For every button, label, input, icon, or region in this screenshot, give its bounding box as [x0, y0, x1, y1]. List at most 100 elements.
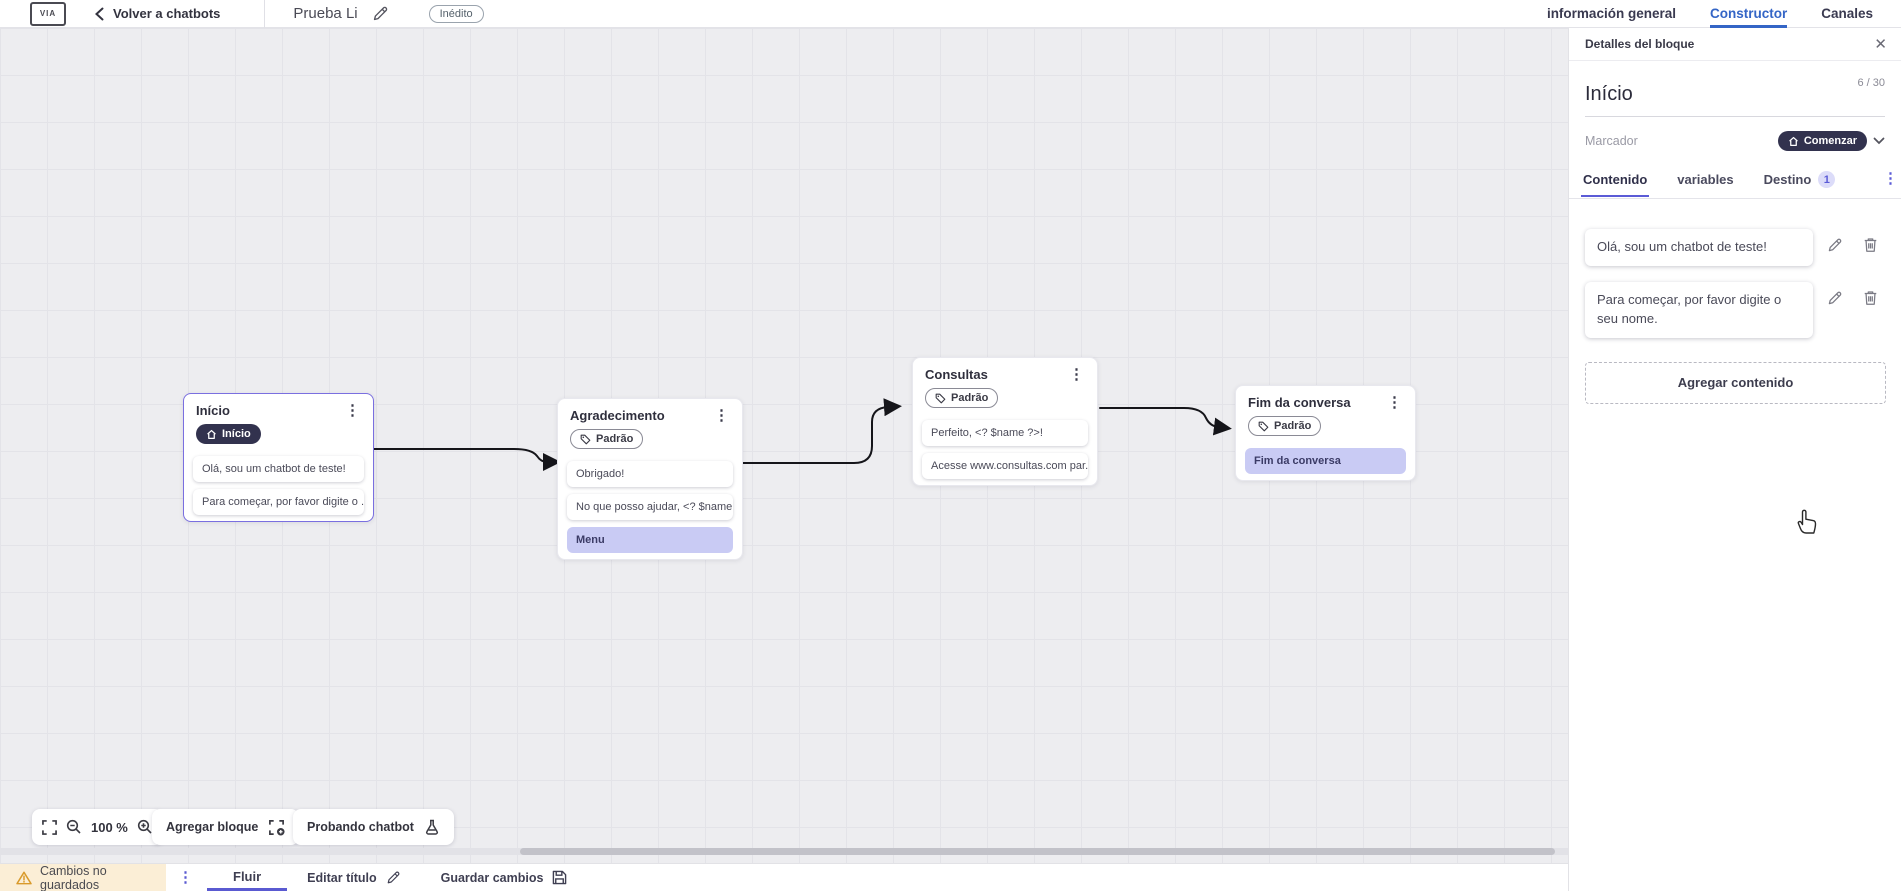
block-end-item[interactable]: Fim da conversa — [1245, 447, 1406, 474]
top-navigation: información general Constructor Canales — [1547, 0, 1873, 28]
block-badge-row: Início — [184, 422, 373, 449]
block-header: Consultas ⋮ — [913, 358, 1097, 386]
mouse-cursor — [1796, 505, 1822, 540]
block-menu-item[interactable]: Menu — [567, 526, 733, 553]
content-message[interactable]: Para começar, por favor digite o seu nom… — [1585, 281, 1813, 338]
default-badge: Padrão — [925, 388, 999, 408]
flow-block-consultas[interactable]: Consultas ⋮ Padrão Perfeito, <? $name ?>… — [912, 357, 1098, 486]
back-to-chatbots-button[interactable]: Volver a chatbots — [94, 6, 220, 21]
panel-body: Início 6 / 30 Marcador Comenzar — [1569, 61, 1901, 163]
block-menu-icon[interactable]: ⋮ — [714, 407, 729, 424]
marker-select[interactable]: Comenzar — [1777, 131, 1885, 151]
tab-label: Contenido — [1583, 172, 1648, 187]
flow-tab-label: Fluir — [233, 868, 262, 884]
fullscreen-icon[interactable] — [42, 819, 57, 835]
edit-title-icon[interactable] — [372, 5, 389, 22]
add-block-button[interactable]: Agregar bloque — [152, 809, 300, 845]
tab-variables[interactable]: variables — [1675, 166, 1735, 197]
badge-label: Padrão — [1274, 420, 1312, 432]
tab-constructor[interactable]: Constructor — [1709, 0, 1788, 28]
tab-informacion-general[interactable]: información general — [1546, 6, 1676, 21]
test-chatbot-label: Probando chatbot — [307, 820, 414, 834]
tag-icon — [580, 434, 591, 445]
unsaved-changes-chip: Cambios no guardados — [0, 864, 166, 891]
save-icon — [552, 870, 567, 885]
save-changes-label: Guardar cambios — [440, 870, 544, 885]
tab-destino[interactable]: Destino 1 — [1762, 165, 1838, 198]
home-icon — [206, 429, 217, 440]
trash-icon[interactable] — [1863, 237, 1878, 253]
badge-label: Padrão — [596, 433, 634, 445]
tab-label: variables — [1677, 172, 1734, 187]
content-row: Para começar, por favor digite o seu nom… — [1585, 281, 1885, 338]
start-badge: Início — [196, 424, 261, 444]
back-to-chatbots-label: Volver a chatbots — [113, 6, 221, 21]
edit-pencil-icon[interactable] — [1827, 290, 1843, 306]
home-icon — [1788, 136, 1799, 147]
zoom-out-icon[interactable] — [66, 819, 82, 835]
marker-label: Marcador — [1585, 134, 1638, 148]
block-title: Agradecimento — [570, 408, 665, 423]
status-badge: Inédito — [428, 4, 484, 23]
block-message-item[interactable]: Para começar, por favor digite o ... — [193, 488, 364, 515]
flow-block-fim-da-conversa[interactable]: Fim da conversa ⋮ Padrão Fim da conversa — [1235, 385, 1416, 481]
zoom-in-icon[interactable] — [137, 819, 153, 835]
block-menu-icon[interactable]: ⋮ — [1387, 394, 1402, 411]
add-content-button[interactable]: Agregar contenido — [1585, 361, 1886, 404]
tab-label: Destino — [1763, 172, 1812, 187]
wire-consultas-fim — [1099, 407, 1232, 436]
block-message-item[interactable]: Obrigado! — [567, 460, 733, 487]
comenzar-pill: Comenzar — [1777, 131, 1867, 151]
tab-contenido[interactable]: Contenido — [1581, 166, 1650, 197]
app-logo: VIA — [30, 1, 66, 26]
trash-icon[interactable] — [1863, 290, 1878, 306]
tab-fluir[interactable]: Fluir — [207, 864, 288, 891]
default-badge: Padrão — [570, 429, 644, 449]
content-message[interactable]: Olá, sou um chatbot de teste! — [1585, 229, 1813, 266]
add-block-icon — [268, 819, 285, 836]
block-menu-icon[interactable]: ⋮ — [1069, 366, 1084, 383]
row-actions — [1827, 229, 1878, 253]
row-actions — [1827, 282, 1878, 306]
save-changes-button[interactable]: Guardar cambios — [421, 864, 588, 891]
tag-icon — [935, 393, 946, 404]
badge-label: Início — [222, 428, 251, 440]
edit-pencil-icon — [386, 870, 401, 885]
block-message-item[interactable]: No que posso ajudar, <? $name ... — [567, 493, 733, 520]
flow-block-agradecimento[interactable]: Agradecimento ⋮ Padrão Obrigado! No que … — [557, 398, 743, 560]
default-badge: Padrão — [1248, 416, 1322, 436]
close-icon[interactable]: ✕ — [1874, 36, 1887, 53]
block-message-item[interactable]: Perfeito, <? $name ?>! — [922, 419, 1088, 446]
wire-inicio-agradecimento — [373, 448, 561, 471]
block-header: Fim da conversa ⋮ — [1236, 386, 1415, 414]
marker-value: Comenzar — [1803, 135, 1857, 147]
flow-menu-icon[interactable]: ⋮ — [178, 869, 193, 886]
block-message-item[interactable]: Acesse www.consultas.com par... — [922, 452, 1088, 479]
block-menu-icon[interactable]: ⋮ — [345, 402, 360, 419]
panel-tabs: Contenido variables Destino 1 ⋮ — [1569, 163, 1901, 199]
tag-icon — [1258, 421, 1269, 432]
topbar-divider — [264, 0, 266, 28]
chevron-down-icon — [1873, 137, 1885, 145]
bottom-bar: Cambios no guardados ⋮ Fluir Editar títu… — [0, 863, 1568, 891]
tab-canales[interactable]: Canales — [1821, 6, 1873, 21]
flow-block-inicio[interactable]: Início ⋮ Início Olá, sou um chatbot de t… — [183, 393, 374, 522]
zoom-level: 100 % — [91, 819, 128, 835]
edit-pencil-icon[interactable] — [1827, 237, 1843, 253]
edit-flow-title-button[interactable]: Editar título — [287, 864, 420, 891]
block-message-item[interactable]: Olá, sou um chatbot de teste! — [193, 455, 364, 482]
block-badge-row: Padrão — [558, 427, 742, 454]
test-chatbot-button[interactable]: Probando chatbot — [293, 809, 454, 845]
content-list: Olá, sou um chatbot de teste! Para começ… — [1569, 199, 1901, 534]
warning-icon — [16, 871, 32, 885]
content-row: Olá, sou um chatbot de teste! — [1585, 229, 1885, 266]
panel-tabs-menu-icon[interactable]: ⋮ — [1883, 170, 1898, 187]
add-block-label: Agregar bloque — [166, 820, 259, 834]
block-name-field[interactable]: Início 6 / 30 — [1585, 75, 1885, 117]
flask-icon — [424, 819, 440, 835]
horizontal-scrollbar-thumb[interactable] — [520, 848, 1555, 855]
block-header: Início ⋮ — [184, 394, 373, 422]
flow-canvas[interactable]: Início ⋮ Início Olá, sou um chatbot de t… — [0, 28, 1568, 863]
block-name-value: Início — [1585, 83, 1633, 105]
